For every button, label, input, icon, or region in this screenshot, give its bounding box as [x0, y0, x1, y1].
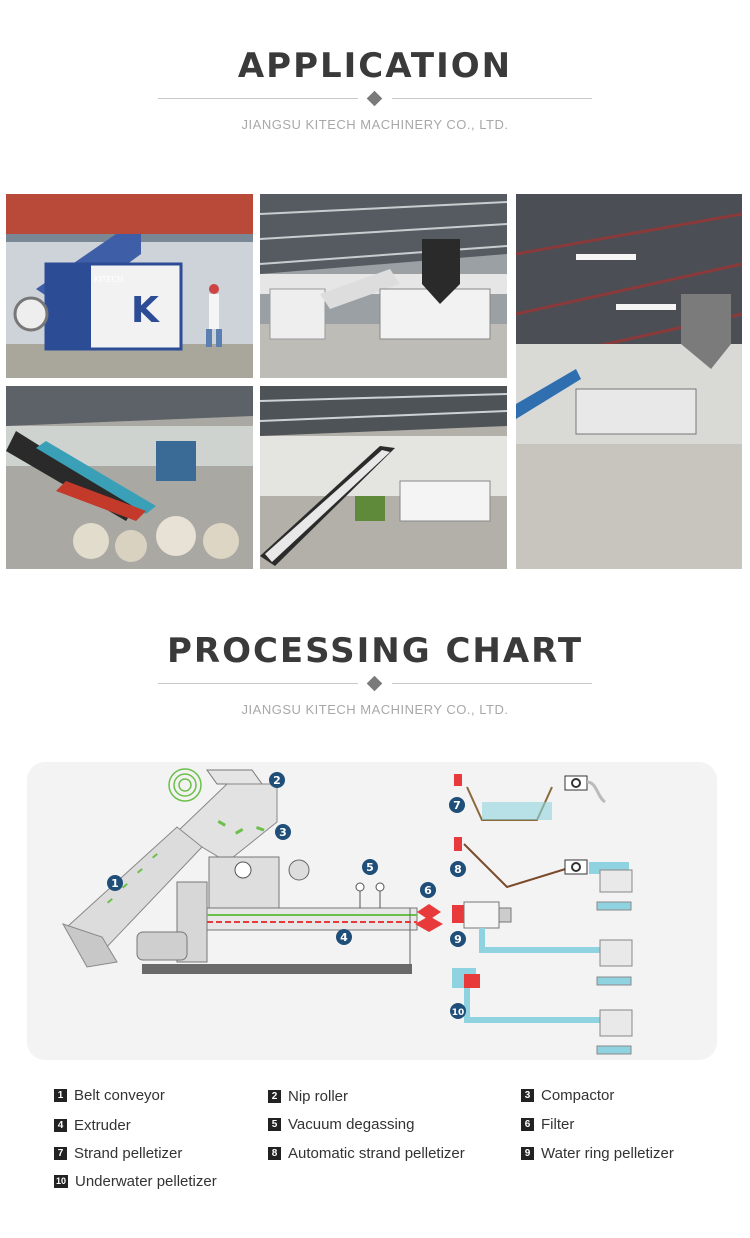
svg-text:4: 4: [340, 931, 348, 944]
company-name: JIANGSU KITECH MACHINERY CO., LTD.: [241, 702, 509, 717]
processing-diagram: 1 2 3 4 5 6 7 8 9 10: [27, 762, 717, 1060]
svg-text:3: 3: [279, 826, 287, 839]
marker-7: 7: [449, 797, 465, 813]
marker-4: 4: [336, 929, 352, 945]
photo-factory-line-2: [6, 386, 253, 569]
diamond-icon: [366, 90, 383, 107]
svg-text:K: K: [131, 290, 160, 331]
marker-9: 9: [450, 931, 466, 947]
title-divider: [158, 90, 592, 107]
marker-1: 1: [107, 875, 123, 891]
photo-factory-line-3: [260, 386, 507, 569]
kitech-logo: KITECH: [94, 275, 123, 284]
marker-8: 8: [450, 861, 466, 877]
svg-text:10: 10: [452, 1008, 465, 1018]
diamond-icon: [366, 675, 383, 692]
marker-10: 10: [450, 1003, 466, 1019]
svg-text:8: 8: [454, 863, 462, 876]
marker-6: 6: [420, 882, 436, 898]
marker-3: 3: [275, 824, 291, 840]
svg-text:1: 1: [111, 877, 119, 890]
company-name: JIANGSU KITECH MACHINERY CO., LTD.: [241, 117, 509, 132]
marker-2: 2: [269, 772, 285, 788]
svg-text:9: 9: [454, 933, 462, 946]
photo-factory-line-1: [260, 194, 507, 378]
svg-text:7: 7: [453, 799, 461, 812]
application-title: APPLICATION: [237, 46, 513, 86]
photo-factory-line-tall: [516, 194, 742, 569]
svg-text:6: 6: [424, 884, 432, 897]
title-divider: [158, 675, 592, 692]
marker-5: 5: [362, 859, 378, 875]
processing-title: PROCESSING CHART: [166, 631, 584, 671]
svg-text:2: 2: [273, 774, 281, 787]
svg-text:5: 5: [366, 861, 374, 874]
photo-kitech-machine: KITECH K: [6, 194, 253, 378]
